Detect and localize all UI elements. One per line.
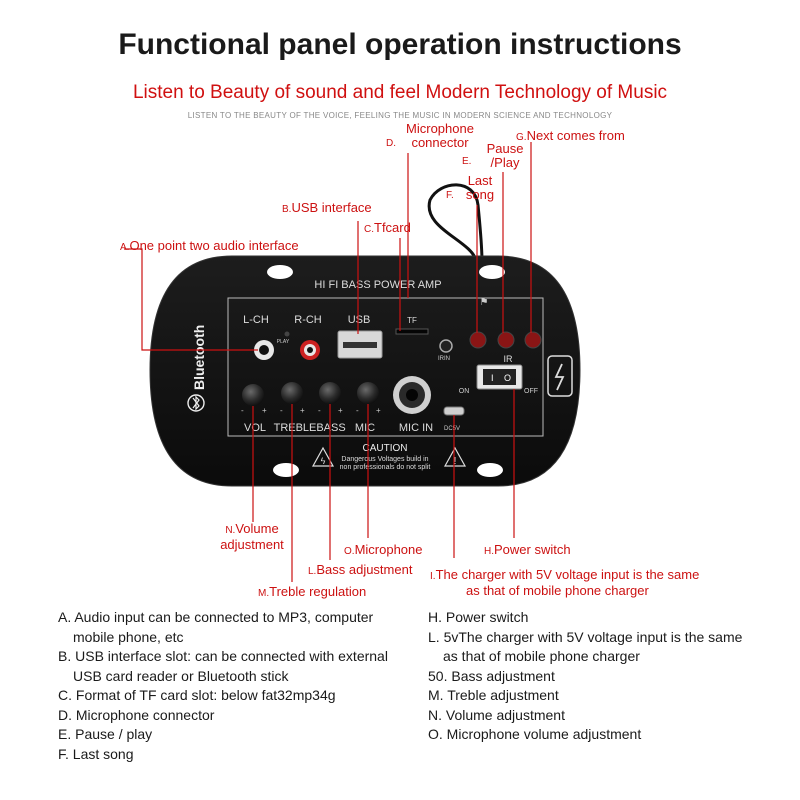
treble-label: TREBLE bbox=[274, 422, 317, 434]
mic-plus: + bbox=[376, 406, 381, 415]
caution-line-2: non professionals do not split bbox=[340, 464, 431, 471]
panel-body bbox=[149, 255, 581, 487]
leader-lines bbox=[124, 142, 532, 582]
note-c: C. Format of TF card slot: below fat32mp… bbox=[58, 687, 336, 703]
mount-hole-bottom-right bbox=[477, 463, 503, 477]
volume-knob bbox=[242, 384, 264, 406]
callout-h: H.Power switch bbox=[484, 542, 571, 557]
warning-triangle-left-icon bbox=[311, 446, 335, 467]
mount-hole-top-left bbox=[267, 265, 293, 279]
tf-label: TF bbox=[407, 316, 417, 325]
callout-e-key: E. bbox=[462, 156, 472, 167]
bass-label: BASS bbox=[316, 422, 345, 434]
callout-a: A.One point two audio interface bbox=[120, 238, 299, 253]
callout-b: B.USB interface bbox=[282, 200, 372, 215]
callout-o: O.Microphone bbox=[344, 542, 423, 557]
note-f: F. Last song bbox=[58, 745, 134, 762]
bass-knob bbox=[319, 382, 341, 404]
treble-knob bbox=[281, 382, 303, 404]
bluetooth-label: Bluetooth bbox=[191, 325, 207, 390]
treble-minus: - bbox=[280, 406, 283, 415]
battery-badge bbox=[547, 355, 573, 397]
note-m: M. Treble adjustment bbox=[428, 687, 559, 703]
notes-right: H. Power switch L. 5vThe charger with 5V… bbox=[428, 608, 742, 745]
treble-plus: + bbox=[300, 406, 305, 415]
led-indicator bbox=[284, 331, 290, 337]
note-a-line2: mobile phone, etc bbox=[73, 628, 184, 645]
page-subtitle: Listen to Beauty of sound and feel Moder… bbox=[132, 82, 668, 103]
caution-line-1: Dangerous Voltages build in bbox=[341, 456, 428, 463]
vol-plus: + bbox=[262, 406, 267, 415]
leader-a bbox=[124, 248, 258, 351]
mic-minus: - bbox=[356, 406, 359, 415]
lch-label: L-CH bbox=[243, 314, 269, 326]
bolt-icon bbox=[554, 363, 565, 391]
callout-e: Pause/Play bbox=[486, 141, 524, 170]
mic-knob bbox=[357, 382, 379, 404]
model-label: HI FI BASS POWER AMP bbox=[314, 279, 441, 291]
mount-hole-top-right bbox=[479, 265, 505, 279]
switch-on-glyph: I bbox=[491, 373, 494, 383]
bass-plus: + bbox=[338, 406, 343, 415]
notes-left: A. Audio input can be connected to MP3, … bbox=[58, 608, 388, 764]
note-b-line2: USB card reader or Bluetooth stick bbox=[73, 667, 289, 684]
dc5v-label: DC5V bbox=[444, 426, 460, 432]
ir-label: IR bbox=[504, 354, 514, 364]
bluetooth-glyph-icon bbox=[192, 395, 200, 411]
note-h: H. Power switch bbox=[428, 609, 529, 625]
note-n: N. Volume adjustment bbox=[428, 706, 565, 723]
callout-g: G.Next comes from bbox=[516, 128, 625, 143]
warning-triangle-right-icon bbox=[443, 446, 467, 467]
dc5v-port bbox=[443, 406, 465, 416]
last-song-button bbox=[469, 331, 487, 349]
bass-minus: - bbox=[318, 406, 321, 415]
tf-card-slot bbox=[395, 328, 429, 335]
callout-l: L.Bass adjustment bbox=[308, 562, 413, 577]
on-label: ON bbox=[459, 388, 470, 395]
vol-minus: - bbox=[241, 406, 244, 415]
page-tagline: LISTEN TO THE BEAUTY OF THE VOICE, FEELI… bbox=[187, 111, 613, 120]
note-o: O. Microphone volume adjustment bbox=[428, 726, 642, 742]
note-b-line1: B. USB interface slot: can be connected … bbox=[58, 648, 388, 664]
bluetooth-icon bbox=[187, 394, 205, 412]
switch-off-glyph: O bbox=[504, 373, 511, 383]
callout-m: M.Treble regulation bbox=[258, 584, 367, 599]
callout-f-key: F. bbox=[446, 190, 454, 201]
irin-label: IRIN bbox=[438, 356, 450, 362]
page-title: Functional panel operation instructions bbox=[118, 28, 682, 61]
flag-icon: ⚑ bbox=[480, 297, 489, 308]
bolt-warning-icon: ϟ bbox=[321, 456, 326, 466]
callout-d-key: D. bbox=[386, 138, 396, 149]
note-l-line1: L. 5vThe charger with 5V voltage input i… bbox=[428, 628, 743, 645]
mic-label: MIC bbox=[355, 422, 375, 434]
callout-c: C.Tfcard bbox=[364, 220, 411, 235]
mic-in-label: MIC IN bbox=[399, 422, 433, 434]
panel-outline bbox=[227, 297, 544, 437]
note-50: 50. Bass adjustment bbox=[428, 667, 555, 684]
mic-connector-jack bbox=[439, 339, 453, 353]
antenna-wire bbox=[427, 183, 484, 263]
mount-hole-bottom-left bbox=[273, 463, 299, 477]
pause-play-button bbox=[497, 331, 515, 349]
next-button bbox=[524, 331, 542, 349]
play-label: PLAY bbox=[277, 339, 290, 345]
caution-title: CAUTION bbox=[363, 443, 408, 454]
rch-label: R-CH bbox=[294, 314, 322, 326]
note-d: D. Microphone connector bbox=[58, 706, 215, 723]
note-a-line1: A. Audio input can be connected to MP3, … bbox=[58, 609, 374, 625]
off-label: OFF bbox=[524, 388, 538, 395]
note-e: E. Pause / play bbox=[58, 726, 153, 742]
note-l-line2: as that of mobile phone charger bbox=[443, 648, 640, 664]
callout-i: I.The charger with 5V voltage input is t… bbox=[430, 567, 700, 582]
vol-label: VOL bbox=[244, 422, 266, 434]
callout-i-line2: as that of mobile phone charger bbox=[466, 583, 649, 598]
usb-label: USB bbox=[348, 314, 371, 326]
exclamation-icon: ! bbox=[454, 456, 457, 467]
